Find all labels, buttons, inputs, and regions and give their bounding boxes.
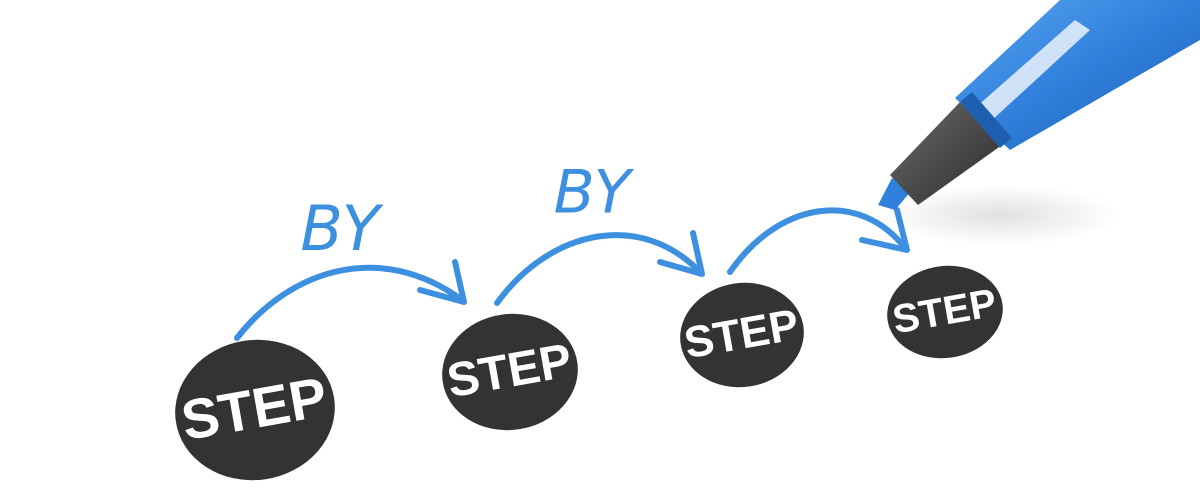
connector-arrow-2 [494, 230, 705, 306]
by-label-2: BY [554, 158, 635, 228]
connector-arrow-1 [234, 259, 467, 341]
step-badge-4: STEP [887, 265, 1003, 359]
connector-arrow-3 [727, 207, 910, 275]
marker-pen-icon [878, 0, 1200, 245]
step-badge-3: STEP [680, 282, 804, 388]
step-badge-2: STEP [442, 313, 578, 431]
by-label-1: BY [300, 192, 383, 265]
step-badge-1: STEP [175, 339, 335, 481]
